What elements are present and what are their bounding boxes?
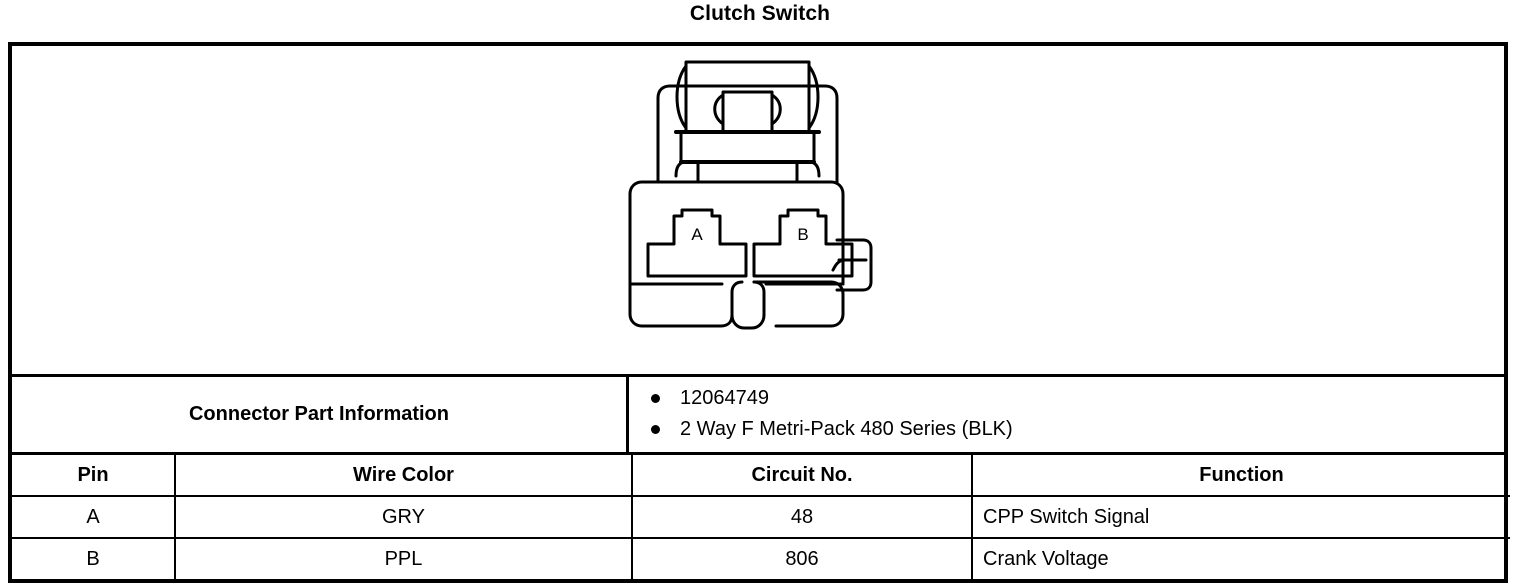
diagram-frame: A B Connector Part Information 12064749 … <box>8 42 1510 583</box>
pin-assignment-table: Pin Wire Color Circuit No. Function A GR… <box>12 455 1510 579</box>
table-row: B PPL 806 Crank Voltage <box>12 537 1510 579</box>
notch-u <box>730 280 766 330</box>
cell-pin: B <box>12 537 176 579</box>
latch-right-lobe <box>807 64 820 130</box>
cell-circuit-no: 48 <box>631 495 973 539</box>
column-header-pin: Pin <box>12 455 176 497</box>
part-information-values-cell: 12064749 2 Way F Metri-Pack 480 Series (… <box>629 377 1504 452</box>
connector-drawing: A B <box>628 60 873 330</box>
latch-center-right-arc <box>770 93 782 126</box>
cell-pin: A <box>12 495 176 539</box>
skirt-left <box>628 282 723 328</box>
upper-housing-outline <box>656 84 839 184</box>
connector-part-information-row: Connector Part Information 12064749 2 Wa… <box>12 377 1504 455</box>
part-information-label: Connector Part Information <box>188 403 449 425</box>
column-header-wire-color: Wire Color <box>174 455 633 497</box>
part-number-value: 12064749 <box>680 387 769 409</box>
side-tab-fillet <box>831 258 844 272</box>
flange-right-fillet <box>809 160 821 178</box>
cavity-a-outline <box>646 208 748 278</box>
bullet-icon <box>651 394 660 403</box>
cell-circuit-no: 806 <box>631 537 973 579</box>
bullet-icon <box>651 425 660 434</box>
page-title: Clutch Switch <box>689 2 831 25</box>
flange-left-fillet <box>674 160 686 178</box>
cavity-label-a: A <box>691 225 703 244</box>
latch-plate <box>684 60 811 134</box>
latch-center-block <box>721 90 774 134</box>
part-information-label-cell: Connector Part Information <box>12 377 629 452</box>
part-number-line: 12064749 <box>651 383 1504 414</box>
cell-wire-color: GRY <box>174 495 633 539</box>
latch-left-lobe <box>675 64 688 130</box>
skirt-right <box>752 280 845 328</box>
cavity-b-outline <box>752 208 854 278</box>
side-tab <box>835 238 873 292</box>
table-row: A GRY 48 CPP Switch Signal <box>12 495 1510 539</box>
column-header-circuit-no: Circuit No. <box>631 455 973 497</box>
main-body-left-top <box>628 180 644 286</box>
main-body-top <box>640 180 845 286</box>
column-header-function: Function <box>971 455 1510 497</box>
part-description-line: 2 Way F Metri-Pack 480 Series (BLK) <box>651 414 1504 445</box>
notch-left <box>719 280 744 328</box>
cell-function: CPP Switch Signal <box>971 495 1510 539</box>
table-header-row: Pin Wire Color Circuit No. Function <box>12 455 1510 497</box>
cavity-label-b: B <box>797 225 808 244</box>
cell-function: Crank Voltage <box>971 537 1510 579</box>
latch-center-left-arc <box>713 93 725 126</box>
connector-illustration: A B <box>12 46 1504 377</box>
cell-wire-color: PPL <box>174 537 633 579</box>
part-description-value: 2 Way F Metri-Pack 480 Series (BLK) <box>680 418 1013 440</box>
